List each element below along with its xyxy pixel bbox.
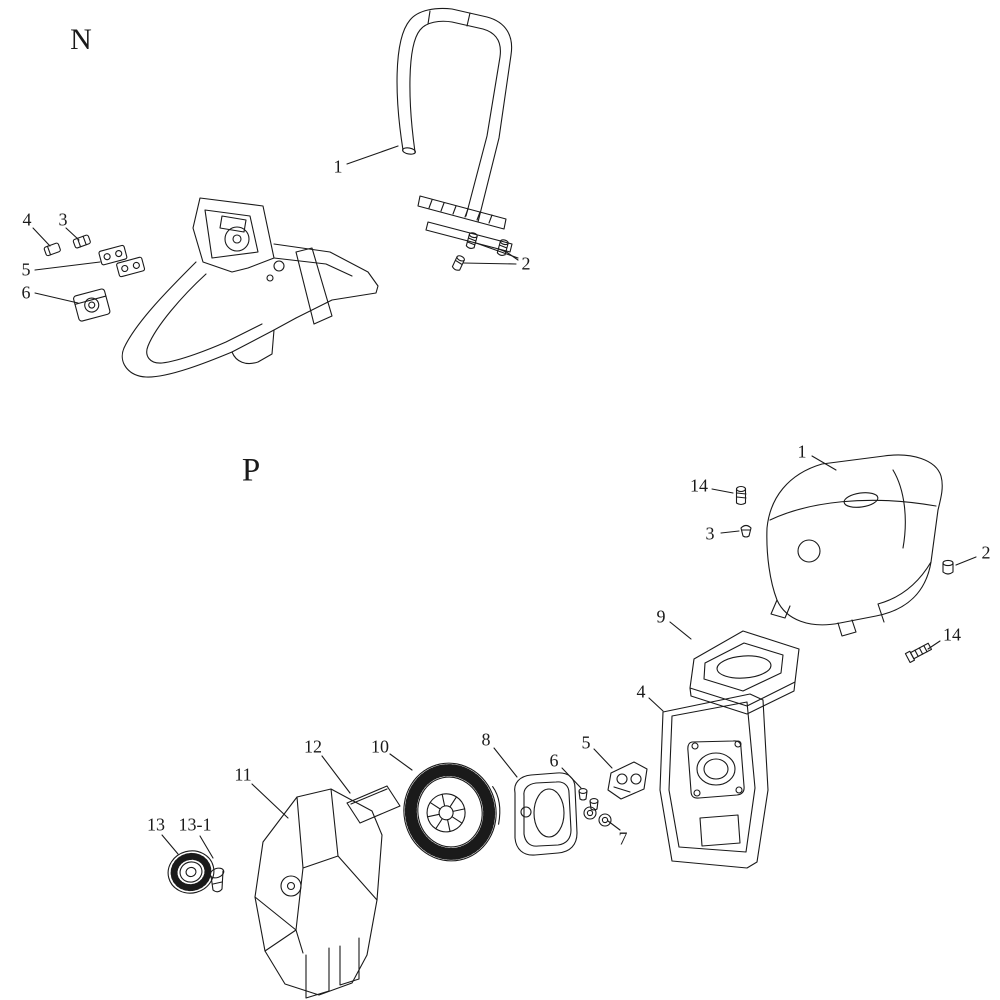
leader-lines-p — [161, 455, 977, 859]
part-callout-n-1: 1 — [333, 156, 343, 177]
part-callout-p-8: 8 — [481, 729, 491, 750]
grommet-3-drawing — [740, 524, 752, 538]
screws-6-drawing — [578, 788, 599, 811]
part-callout-n-3: 3 — [58, 209, 68, 230]
handle-bar-drawing — [396, 7, 513, 223]
section-n-drawing — [32, 7, 519, 378]
part-callout-n-4: 4 — [22, 209, 32, 230]
nuts-7-drawing — [583, 806, 612, 827]
back-plate-drawing — [659, 693, 769, 869]
part-callout-p-11: 11 — [234, 764, 252, 785]
part-callout-p-7: 7 — [618, 828, 628, 849]
section-label-n: N — [70, 23, 92, 56]
spacer-5-drawing — [607, 761, 648, 800]
part-callout-n-6: 6 — [21, 282, 31, 303]
part-callout-p-14a: 14 — [690, 475, 708, 496]
part-callout-n-2: 2 — [521, 253, 531, 274]
part-callout-p-5: 5 — [581, 732, 591, 753]
part-callout-p-1: 1 — [797, 441, 807, 462]
chassis-drawing — [121, 197, 379, 378]
top-cover-drawing — [766, 454, 943, 637]
part-callout-p-13: 13 — [147, 814, 165, 835]
part-callout-p-4: 4 — [636, 681, 646, 702]
part-callout-n-5: 5 — [21, 259, 31, 280]
part-callout-p-9: 9 — [656, 606, 666, 627]
cap-2-drawing — [942, 559, 954, 575]
part-callout-p-3: 3 — [705, 523, 715, 544]
handle-screws-drawing — [451, 232, 509, 271]
gasket-12-drawing — [346, 785, 401, 824]
knob-shaft-13-1-drawing — [209, 867, 225, 893]
screw-14-upper-drawing — [735, 485, 747, 506]
screw-14-lower-drawing — [904, 642, 933, 664]
mount-bracket-drawing — [417, 195, 513, 253]
filter-housing-drawing — [514, 772, 578, 856]
knob-13-drawing — [167, 850, 215, 894]
part-callout-p-12: 12 — [304, 736, 322, 757]
part-callout-p-2: 2 — [981, 542, 991, 563]
leader-lines-n — [32, 145, 519, 304]
section-p-drawing — [161, 454, 977, 999]
part-callout-p-6: 6 — [549, 750, 559, 771]
air-filter-drawing — [403, 762, 501, 862]
part-callout-p-10: 10 — [371, 736, 389, 757]
clamp-parts-drawing — [43, 234, 146, 322]
part-callout-p-13-1: 13-1 — [178, 814, 212, 835]
section-label-p: P — [241, 452, 261, 489]
part-callout-p-14b: 14 — [943, 624, 961, 645]
filter-cover-drawing — [254, 788, 383, 999]
air-box-cover-drawing — [689, 630, 800, 715]
